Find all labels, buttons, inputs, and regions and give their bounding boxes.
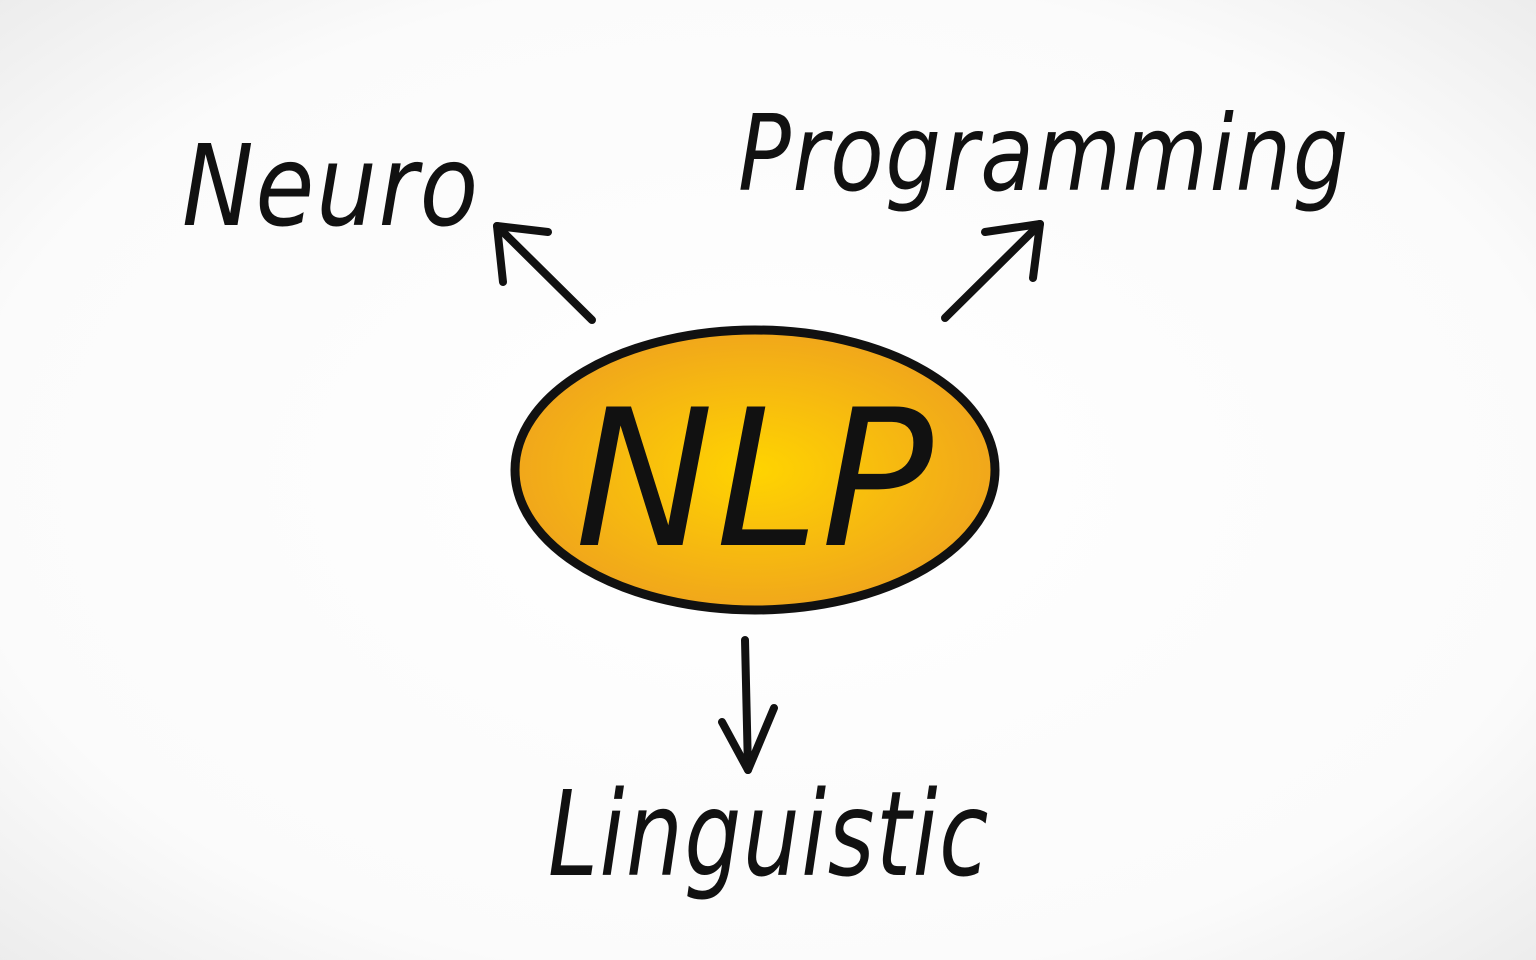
nlp-ellipse — [510, 325, 1000, 615]
arrow-to-linguistic — [718, 636, 778, 774]
arrow-to-programming — [941, 220, 1044, 322]
center-label: NLP — [575, 369, 935, 590]
branch-label-programming: Programming — [738, 93, 1350, 215]
branch-label-neuro: Neuro — [182, 122, 480, 252]
arrow-to-neuro — [493, 222, 596, 324]
branch-label-linguistic: Linguistic — [548, 765, 990, 903]
